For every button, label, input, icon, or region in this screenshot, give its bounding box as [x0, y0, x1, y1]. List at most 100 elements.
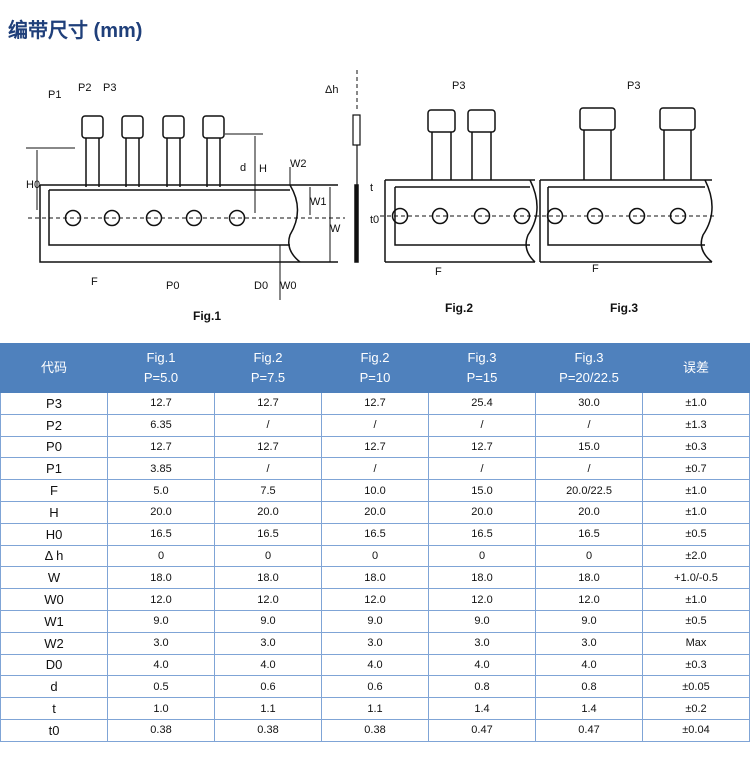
header-line2: P=15	[466, 370, 498, 385]
cell-value: 3.0	[214, 631, 322, 655]
column-header: 误差	[642, 343, 750, 393]
cell-value: 5.0	[107, 479, 215, 502]
label-f-fig2: F	[435, 266, 442, 278]
header-line1: Fig.3	[574, 350, 604, 365]
cell-value: 12.7	[321, 392, 429, 415]
sprocket-hole	[391, 207, 409, 225]
cell-value: ±1.0	[642, 392, 750, 415]
label-delta-h: Δh	[325, 84, 338, 96]
cell-value: 18.0	[321, 566, 429, 590]
sprocket-hole	[103, 209, 121, 227]
sprocket-hole	[513, 207, 531, 225]
sprocket-hole	[228, 209, 246, 227]
cell-value: 12.7	[214, 435, 322, 459]
capacitor-body	[81, 115, 104, 139]
cell-value: 12.7	[107, 435, 215, 459]
cell-value: 9.0	[107, 609, 215, 633]
capacitor-body	[659, 107, 696, 131]
cell-value: ±0.05	[642, 675, 750, 699]
cell-value: 12.7	[428, 435, 536, 459]
row-code: H0	[0, 522, 108, 546]
header-line2: P=7.5	[250, 370, 286, 385]
cell-value: 0	[535, 544, 643, 568]
cell-value: 0.6	[321, 675, 429, 699]
cell-value: 12.0	[107, 588, 215, 611]
tape-dimension-diagram: P1 P2 P3 H0 d H W2 W1 W t t0 Δh F P0 D0 …	[26, 70, 715, 323]
label-d0: D0	[254, 280, 268, 292]
cell-value: ±0.5	[642, 522, 750, 546]
capacitor-body	[579, 107, 616, 131]
cell-value: 20.0	[321, 500, 429, 524]
cell-value: 0	[428, 544, 536, 568]
cell-value: ±0.5	[642, 609, 750, 633]
cell-value: 0.8	[428, 675, 536, 699]
cell-value: 4.0	[107, 653, 215, 677]
cell-value: /	[214, 457, 322, 481]
label-p3-fig3: P3	[627, 80, 640, 92]
sprocket-hole	[145, 209, 163, 227]
label-w2: W2	[290, 158, 307, 170]
label-f-fig3: F	[592, 263, 599, 275]
cell-value: 9.0	[214, 609, 322, 633]
cell-value: ±0.04	[642, 718, 750, 742]
cell-value: 3.0	[535, 631, 643, 655]
capacitor-body	[427, 109, 456, 133]
cell-value: 1.4	[428, 697, 536, 720]
cell-value: ±1.0	[642, 500, 750, 524]
cell-value: 15.0	[535, 435, 643, 459]
cell-value: 1.1	[214, 697, 322, 720]
label-p1: P1	[48, 89, 61, 101]
cell-value: 16.5	[535, 522, 643, 546]
cell-value: 12.0	[428, 588, 536, 611]
cell-value: 0.38	[107, 718, 215, 742]
row-code: t	[0, 697, 108, 720]
cell-value: ±1.0	[642, 588, 750, 611]
cell-value: 12.0	[214, 588, 322, 611]
cell-value: 4.0	[428, 653, 536, 677]
row-code: D0	[0, 653, 108, 677]
cell-value: 16.5	[214, 522, 322, 546]
header-line1: 代码	[40, 360, 67, 375]
cell-value: 18.0	[535, 566, 643, 590]
sprocket-hole	[586, 207, 604, 225]
cell-value: /	[214, 413, 322, 437]
cell-value: 16.5	[428, 522, 536, 546]
header-line1: Fig.2	[253, 350, 283, 365]
row-code: P3	[0, 392, 108, 415]
cell-value: 18.0	[428, 566, 536, 590]
cell-value: ±0.3	[642, 435, 750, 459]
cell-value: ±0.3	[642, 653, 750, 677]
cell-value: 12.0	[321, 588, 429, 611]
header-line1: Fig.1	[146, 350, 176, 365]
capacitor-body	[162, 115, 185, 139]
row-code: Δ h	[0, 544, 108, 568]
diagram-labels: P1 P2 P3 H0 d H W2 W1 W t t0 Δh F P0 D0 …	[26, 80, 640, 323]
label-w: W	[330, 223, 341, 235]
fig3-tape	[535, 107, 715, 263]
cell-value: /	[428, 413, 536, 437]
cell-value: 0.6	[214, 675, 322, 699]
row-code: F	[0, 479, 108, 502]
cell-value: 7.5	[214, 479, 322, 502]
cell-value: 25.4	[428, 392, 536, 415]
label-p3-fig2: P3	[452, 80, 465, 92]
cell-value: ±0.2	[642, 697, 750, 720]
cell-value: ±0.7	[642, 457, 750, 481]
column-header: 代码	[0, 343, 108, 393]
cell-value: 10.0	[321, 479, 429, 502]
cell-value: 0.47	[535, 718, 643, 742]
fig1-caption: Fig.1	[193, 309, 221, 323]
header-line2: P=20/22.5	[559, 370, 619, 385]
cell-value: 4.0	[214, 653, 322, 677]
row-code: W1	[0, 609, 108, 633]
cell-value: 3.85	[107, 457, 215, 481]
label-p0: P0	[166, 280, 179, 292]
header-line1: 误差	[682, 360, 709, 375]
